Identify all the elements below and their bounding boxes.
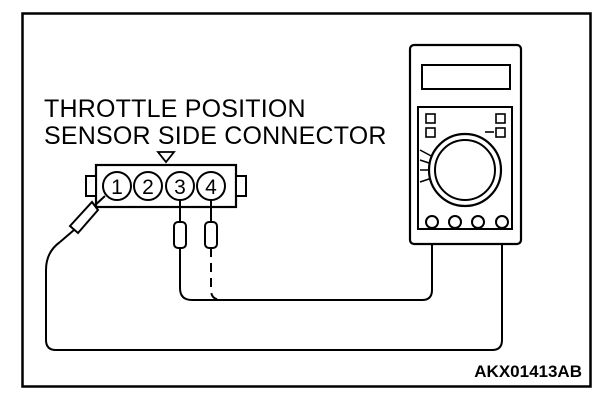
pin-2-label: 2 [142,176,154,199]
pin-4-label: 4 [205,176,217,199]
triangle-marker-icon [156,151,176,164]
pin-1-label: 1 [111,176,123,199]
multimeter-display [421,64,511,90]
pin-3-label: 3 [174,176,186,199]
meter-jack-4 [495,215,509,229]
meter-button-4 [495,127,506,138]
meter-jack-3 [471,215,485,229]
wire-pin-4-dashed [210,248,223,301]
pin-1-socket [102,171,132,201]
title-line-2: SENSOR SIDE CONNECTOR [44,122,387,150]
connector-left-tab [85,175,97,197]
title-line-1: THROTTLE POSITION [44,95,306,123]
wire-pin-1-to-meter [45,224,503,351]
probe-pin-3 [173,221,187,249]
figure-frame [21,12,592,388]
meter-jack-2 [448,215,462,229]
meter-jack-1 [425,215,439,229]
multimeter-icon [408,43,523,246]
meter-button-1 [425,113,436,124]
meter-button-3 [495,113,506,124]
figure-code: AKX01413AB [474,362,582,381]
rotary-dial [434,139,496,201]
pin-2-socket [133,171,163,201]
probe-pin-4 [204,221,218,249]
connector: 1 2 3 4 [85,163,247,209]
dial-scale-marks [419,149,436,183]
connector-right-tab [235,175,247,197]
meter-button-2 [425,127,436,138]
probe-icon [59,195,106,243]
wire-pin-3-to-meter [179,224,433,301]
